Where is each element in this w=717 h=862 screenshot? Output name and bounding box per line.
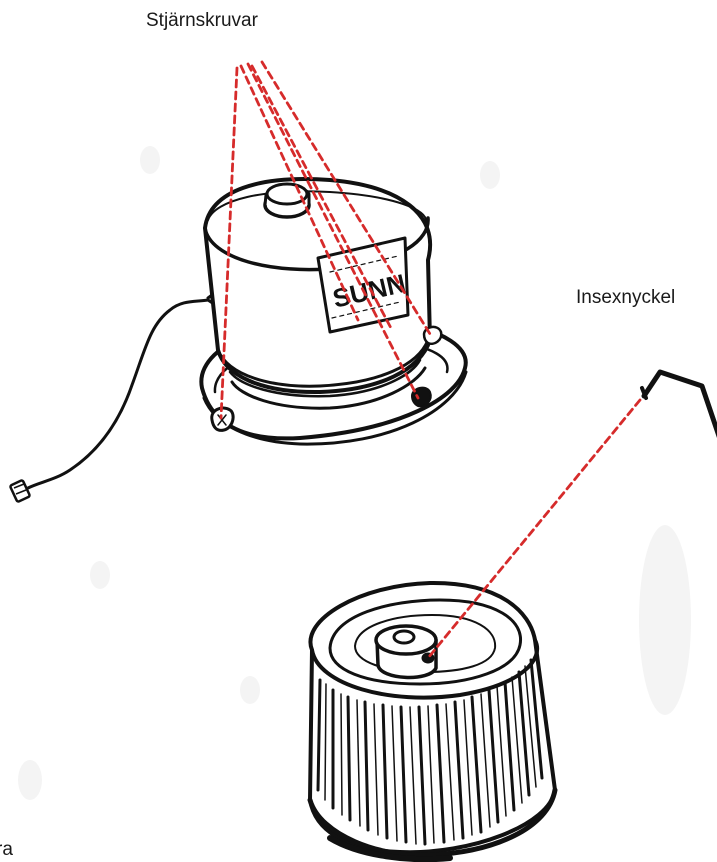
label-screws: Stjärnskruvar (146, 11, 258, 30)
leader-hexkey (428, 400, 640, 658)
label-hex-key: Insexnyckel (576, 288, 675, 307)
fan-wheel (310, 583, 555, 859)
motor-cable (28, 292, 216, 488)
hex-key-tool (642, 372, 717, 445)
label-partial-bottom-left: ra (0, 840, 13, 859)
cable-connector (10, 480, 30, 502)
